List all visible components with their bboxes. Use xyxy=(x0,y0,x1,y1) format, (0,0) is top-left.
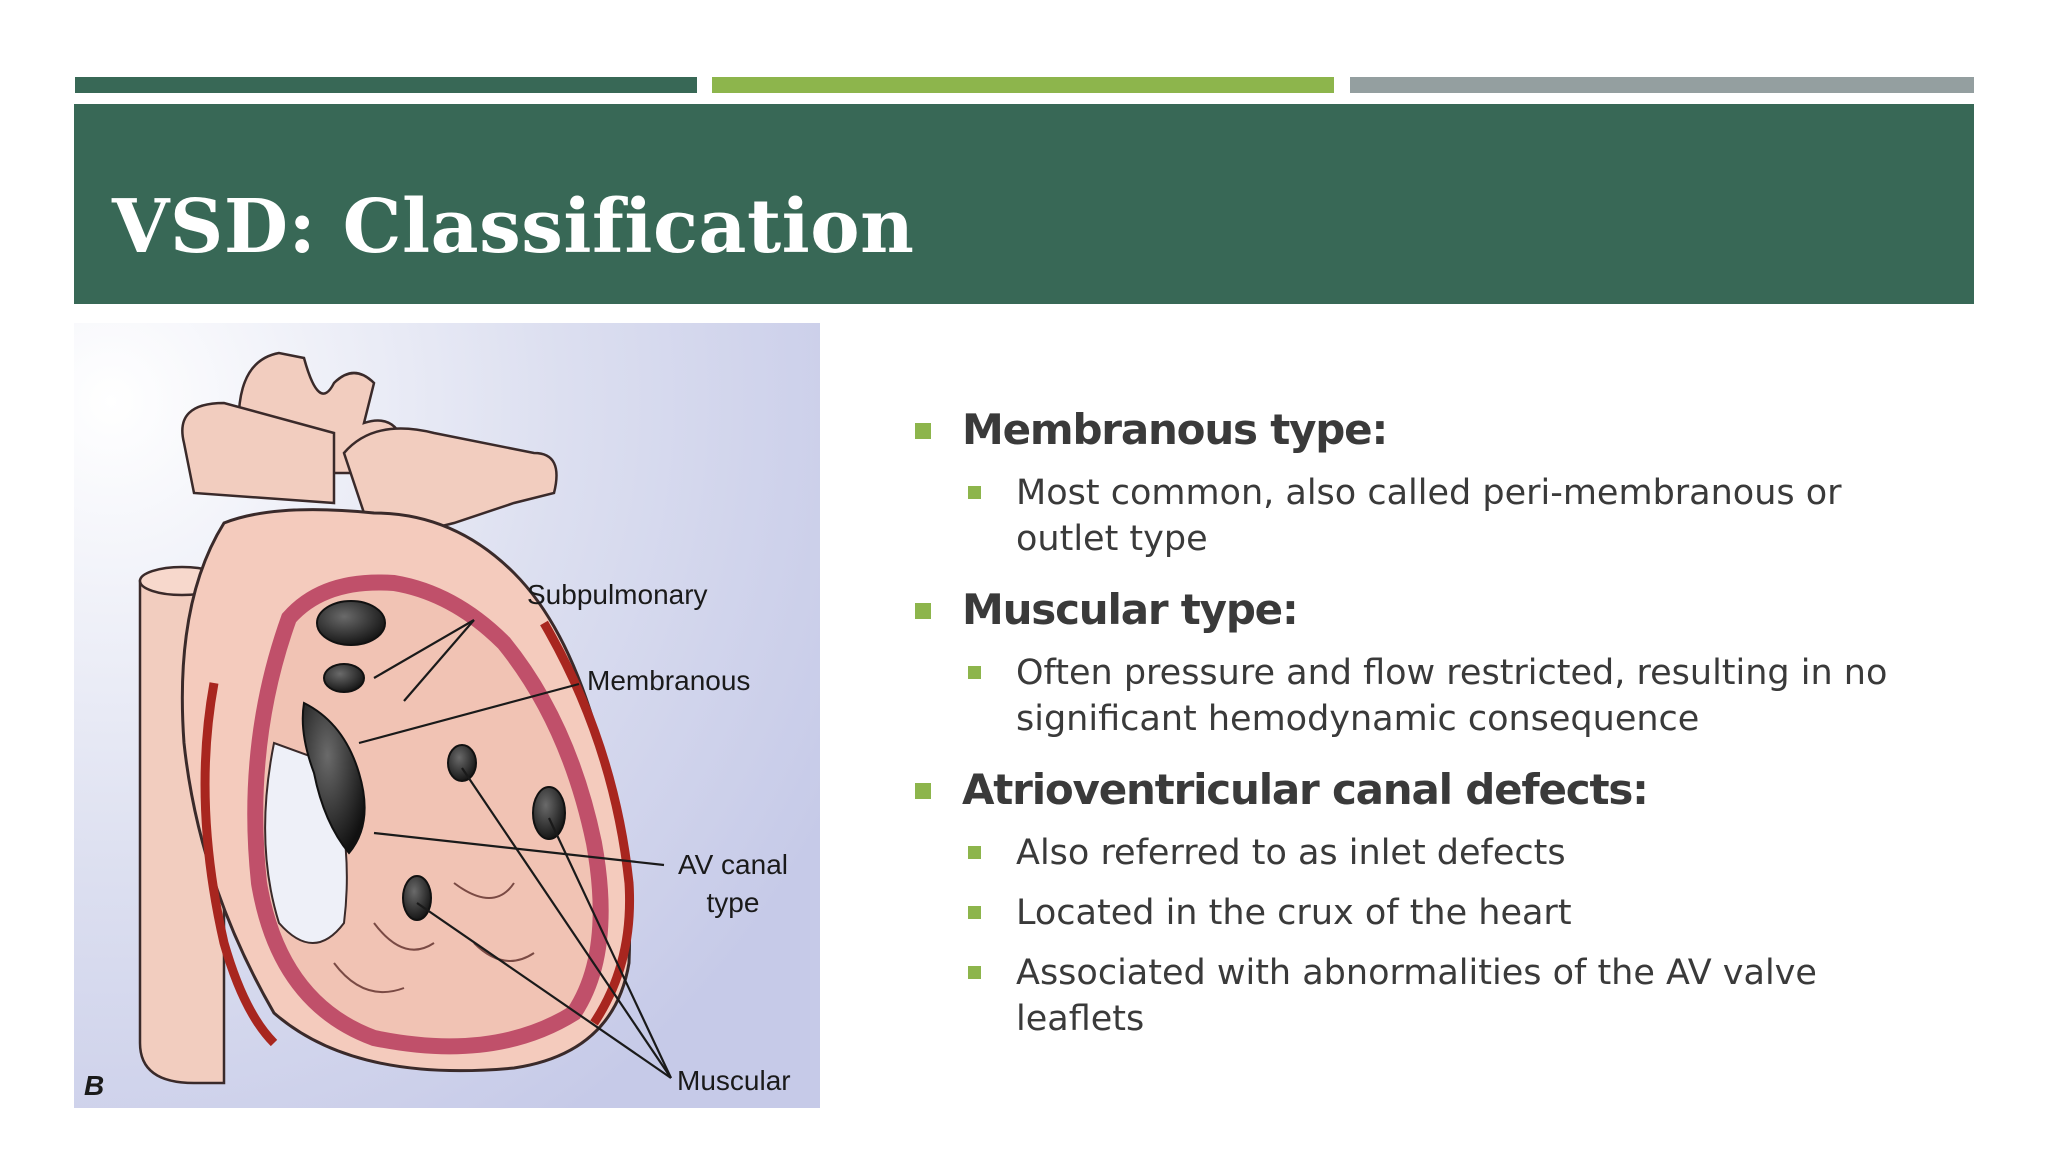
label-av-canal-type: type xyxy=(707,887,760,918)
great-arteries-shape xyxy=(181,351,558,545)
bullet-heading: Atrioventricular canal defects: xyxy=(910,762,1950,818)
bullet-marker xyxy=(968,666,981,679)
defect-av-canal xyxy=(301,701,366,855)
bullet-subitem: Often pressure and flow restricted, resu… xyxy=(910,650,1950,742)
bullet-marker xyxy=(968,486,981,499)
bullet-marker xyxy=(915,423,931,439)
bullet-list: Membranous type: Most common, also calle… xyxy=(910,402,1950,1042)
ventricle-outline-shape xyxy=(247,574,609,1055)
bullet-subitem: Located in the crux of the heart xyxy=(910,890,1950,936)
label-membranous: Membranous xyxy=(587,665,750,696)
accent-bar-light-green xyxy=(712,77,1334,93)
bullet-subitem: Also referred to as inlet defects xyxy=(910,830,1950,876)
defect-muscular-1 xyxy=(447,744,477,782)
slide-title: VSD: Classification xyxy=(112,184,915,270)
bullet-marker xyxy=(968,906,981,919)
bullet-heading: Muscular type: xyxy=(910,582,1950,638)
bullet-marker xyxy=(915,603,931,619)
defect-muscular-3 xyxy=(402,875,432,921)
defect-subpulmonary xyxy=(316,600,386,646)
label-subpulmonary: Subpulmonary xyxy=(527,579,708,610)
defect-muscular-2 xyxy=(532,786,566,840)
defect-membranous xyxy=(323,663,365,693)
panel-letter: B xyxy=(84,1070,104,1101)
label-muscular: Muscular xyxy=(677,1065,791,1096)
bullet-marker xyxy=(915,783,931,799)
label-av-canal: AV canal xyxy=(678,849,788,880)
title-band: VSD: Classification xyxy=(74,104,1974,304)
heart-vsd-illustration: Subpulmonary Membranous AV canal type Mu… xyxy=(74,323,820,1108)
accent-bar-gray xyxy=(1350,77,1974,93)
bullet-marker xyxy=(968,966,981,979)
bullet-subitem: Most common, also called peri-membranous… xyxy=(910,470,1950,562)
bullet-heading: Membranous type: xyxy=(910,402,1950,458)
bullet-subitem: Associated with abnormalities of the AV … xyxy=(910,950,1950,1042)
accent-bar-dark-green xyxy=(75,77,697,93)
bullet-marker xyxy=(968,846,981,859)
